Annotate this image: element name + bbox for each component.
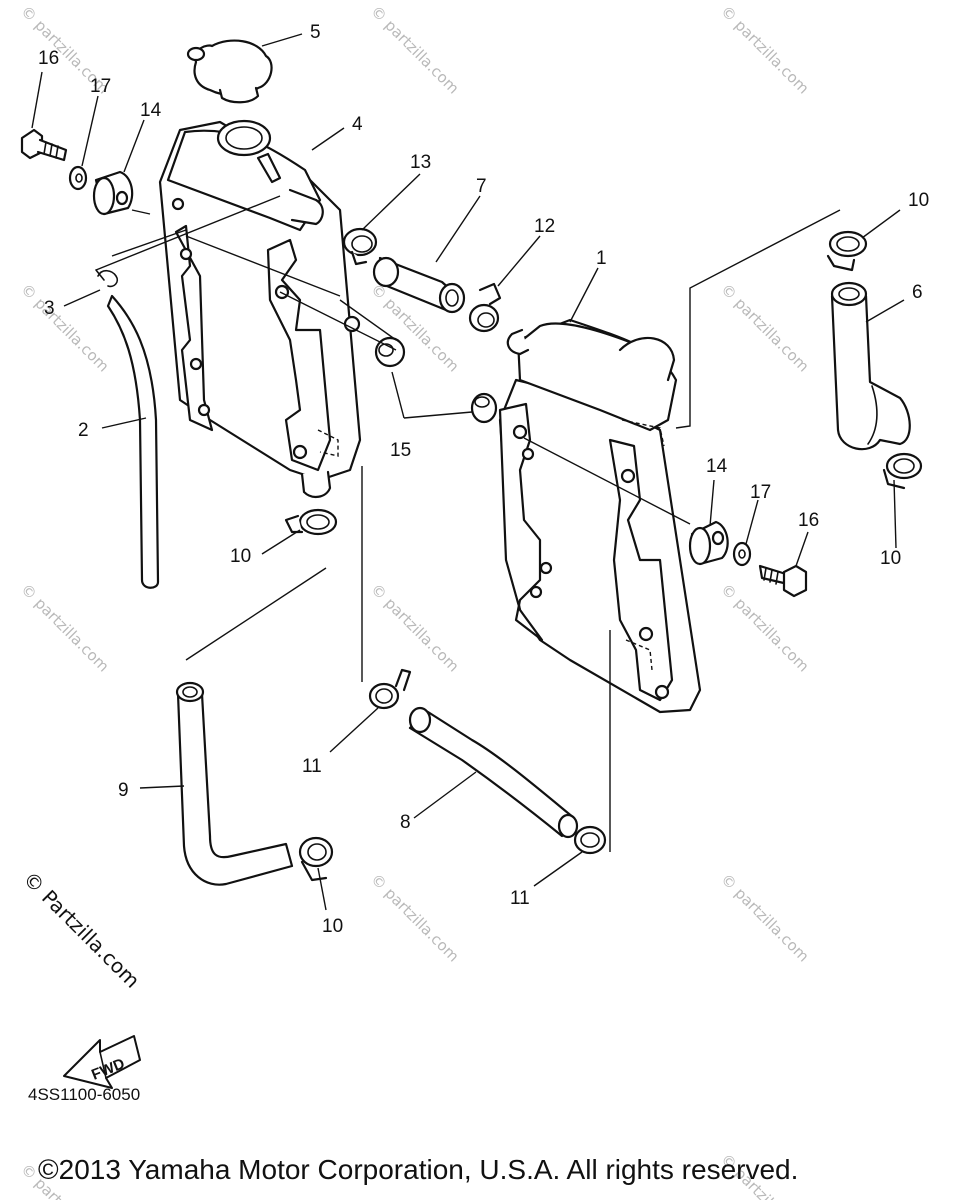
callout-5: 5 [310, 22, 321, 43]
hose-clamp-10-left [284, 508, 338, 536]
callout-15: 15 [390, 440, 411, 461]
callout-leaders [31, 33, 905, 911]
callout-11-lower: 11 [510, 888, 530, 909]
radiator-cap [186, 39, 273, 104]
hose-clamp-11-lower [573, 825, 607, 855]
right-radiator [498, 318, 702, 714]
watermark: © partzilla.com [17, 580, 112, 675]
overflow-hose [106, 294, 160, 589]
left-bolt [20, 128, 68, 162]
watermark: © partzilla.com [367, 2, 462, 97]
callout-10-bottom: 10 [322, 916, 343, 937]
hose-clamp-13 [342, 227, 378, 266]
callout-10-upper: 10 [908, 190, 929, 211]
connection-lines [95, 195, 841, 852]
lower-left-hose [175, 681, 294, 886]
watermark: © partzilla.com [717, 280, 812, 375]
callout-11-upper: 11 [302, 756, 322, 777]
callout-2: 2 [78, 420, 89, 441]
hose-clamp-12 [468, 282, 502, 333]
callout-14-left: 14 [140, 100, 162, 121]
callout-14-right: 14 [706, 456, 728, 477]
copyright-notice: ©2013 Yamaha Motor Corporation, U.S.A. A… [38, 1154, 799, 1185]
callout-13: 13 [410, 152, 431, 173]
watermark: © partzilla.com [367, 580, 462, 675]
upper-radiator-hose [830, 281, 911, 451]
watermark: © partzilla.com [717, 870, 812, 965]
watermark-layer: © partzilla.com © partzilla.com © partzi… [17, 2, 812, 1200]
corner-watermark: © Partzilla.com [18, 867, 144, 993]
watermark: © partzilla.com [717, 2, 812, 97]
hose-clamp-10-bottom [298, 836, 334, 882]
grommet-upper [374, 336, 406, 368]
callout-17-right: 17 [750, 482, 771, 503]
callout-10-left: 10 [230, 546, 251, 567]
callout-16-left: 16 [38, 48, 59, 69]
callout-3: 3 [44, 298, 55, 319]
callout-17-left: 17 [90, 76, 111, 97]
grommet-lower [470, 392, 498, 424]
callout-1: 1 [596, 248, 607, 269]
left-collar [92, 170, 134, 216]
callout-8: 8 [400, 812, 411, 833]
right-collar [688, 520, 729, 566]
hose-clip [95, 269, 119, 288]
lower-right-hose [408, 706, 579, 839]
hose-clamp-11-upper [368, 668, 412, 710]
right-washer [732, 541, 752, 567]
diagram-code: 4SS1100-6050 [28, 1085, 141, 1104]
right-bolt [758, 564, 808, 598]
callout-7: 7 [476, 176, 487, 197]
callout-12: 12 [534, 216, 555, 237]
hose-clamp-10-right [882, 452, 923, 490]
watermark: © partzilla.com [367, 870, 462, 965]
callout-6: 6 [912, 282, 923, 303]
connector-hose [372, 256, 466, 314]
fwd-arrow-icon: FWD [63, 1035, 141, 1089]
callout-labels: 5 4 16 17 14 13 7 12 1 10 6 3 2 15 14 17… [38, 22, 929, 937]
left-washer [68, 165, 88, 191]
callout-9: 9 [118, 780, 129, 801]
hose-clamp-10-upper [826, 230, 868, 272]
callout-4: 4 [352, 114, 363, 135]
left-radiator [158, 119, 362, 498]
callout-16-right: 16 [798, 510, 819, 531]
callout-10-right: 10 [880, 548, 901, 569]
watermark: © partzilla.com [17, 280, 112, 375]
